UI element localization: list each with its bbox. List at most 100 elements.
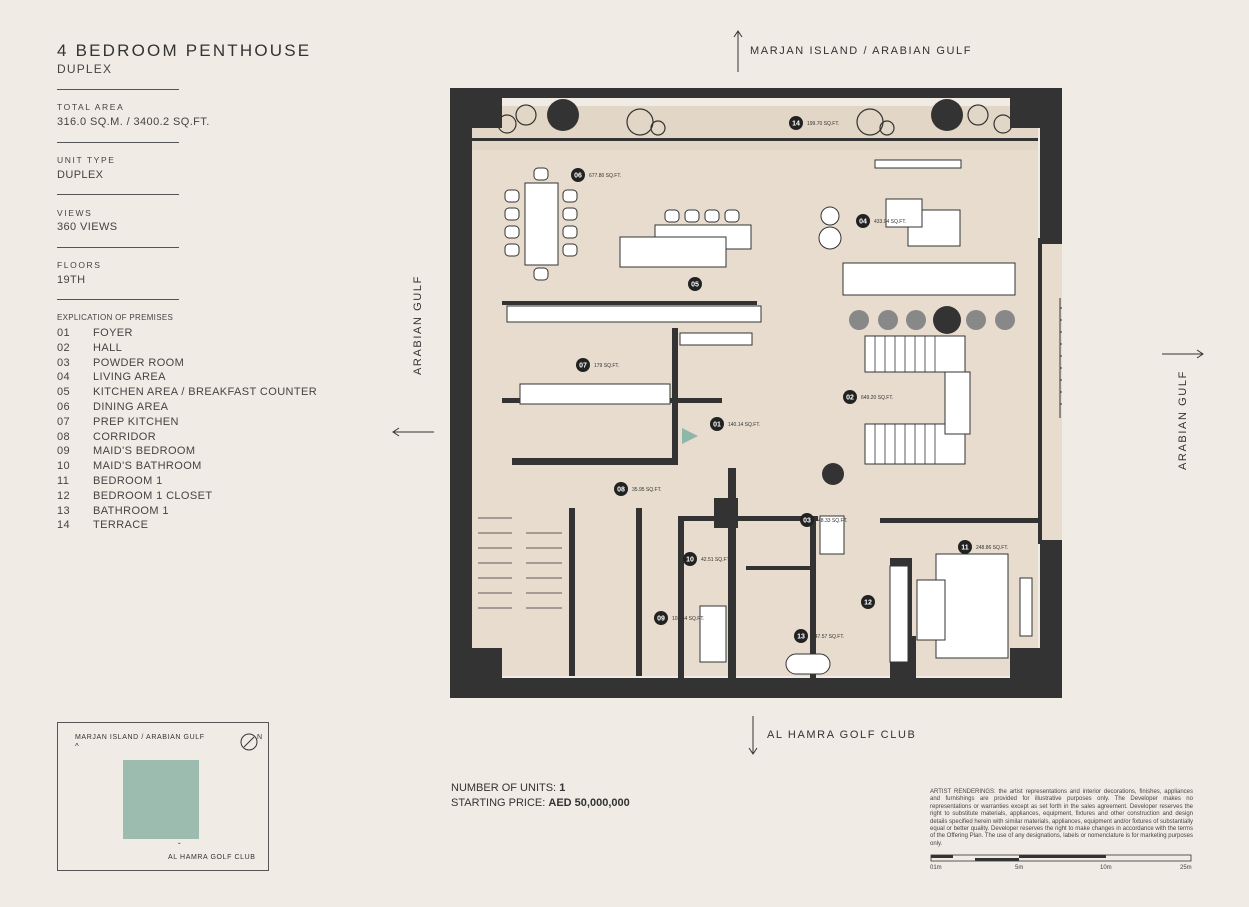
- legend-number: 02: [57, 341, 71, 354]
- legend-number: 08: [57, 430, 71, 443]
- legend-number: 13: [57, 504, 71, 517]
- legend-label: POWDER ROOM: [93, 356, 185, 369]
- west-direction-label: ARABIAN GULF: [412, 275, 424, 375]
- room-badge: [683, 552, 697, 566]
- legend-label: KITCHEN AREA / BREAKFAST COUNTER: [93, 386, 318, 399]
- room-area: 35.95 SQ.FT.: [632, 487, 661, 493]
- explication-heading: EXPLICATION OF PREMISES: [57, 313, 174, 322]
- room-badge: [794, 629, 808, 643]
- room-number: 06: [574, 173, 582, 180]
- room-badge: [614, 482, 628, 496]
- key-plan-north-label: MARJAN ISLAND / ARABIAN GULF: [75, 734, 205, 741]
- legend-item: 02 HALL: [57, 342, 122, 354]
- room-badge: [789, 116, 803, 130]
- legend-label: MAID'S BEDROOM: [93, 445, 196, 458]
- disclaimer-text: ARTIST RENDERINGS: the artist representa…: [930, 789, 1193, 847]
- legend-label: LIVING AREA: [93, 371, 166, 384]
- legend-number: 03: [57, 356, 71, 369]
- room-badge: [800, 513, 814, 527]
- scale-label: 25m: [1180, 865, 1192, 871]
- scale-label: 10m: [1100, 865, 1112, 871]
- room-badge: [688, 277, 702, 291]
- legend-item: 05 KITCHEN AREA / BREAKFAST COUNTER: [57, 386, 317, 398]
- total-area-value: 316.0 SQ.M. / 3400.2 SQ.FT.: [57, 116, 210, 128]
- room-badge: [576, 358, 590, 372]
- room-badge: [843, 390, 857, 404]
- room-area: 179 SQ.FT.: [594, 363, 619, 369]
- room-number: 13: [797, 634, 805, 641]
- legend-item: 09 MAID'S BEDROOM: [57, 445, 195, 457]
- legend-item: 11 BEDROOM 1: [57, 475, 163, 487]
- unit-type-label: UNIT TYPE: [57, 155, 116, 165]
- room-badge: [861, 595, 875, 609]
- room-area: 433.94 SQ.FT.: [874, 219, 906, 225]
- units-count-value: 1: [559, 782, 566, 794]
- starting-price-label: STARTING PRICE:: [451, 797, 546, 809]
- room-area: 103.64 SQ.FT.: [672, 616, 704, 622]
- legend-label: PREP KITCHEN: [93, 415, 179, 428]
- legend-item: 10 MAID'S BATHROOM: [57, 460, 202, 472]
- unit-type-value: DUPLEX: [57, 169, 104, 181]
- legend-label: FOYER: [93, 327, 133, 339]
- views-label: VIEWS: [57, 208, 93, 218]
- room-number: 08: [617, 487, 625, 494]
- units-count-label: NUMBER OF UNITS:: [451, 782, 557, 794]
- divider: [57, 142, 179, 143]
- room-badge: [571, 168, 585, 182]
- legend-number: 09: [57, 445, 71, 458]
- room-area: 649.20 SQ.FT.: [861, 395, 893, 401]
- room-area: 147.57 SQ.FT.: [812, 634, 844, 640]
- south-direction-label: AL HAMRA GOLF CLUB: [767, 729, 917, 741]
- legend-item: 03 POWDER ROOM: [57, 357, 184, 369]
- key-plan-south-label: AL HAMRA GOLF CLUB: [168, 854, 256, 861]
- north-direction-label: MARJAN ISLAND / ARABIAN GULF: [750, 45, 973, 57]
- chevron-down-icon: ˇ: [178, 842, 182, 851]
- legend-number: 10: [57, 460, 71, 473]
- divider: [57, 194, 179, 195]
- legend-number: 11: [57, 475, 70, 487]
- room-number: 04: [859, 219, 867, 226]
- legend-label: MAID'S BATHROOM: [93, 460, 202, 473]
- floors-value: 19TH: [57, 274, 86, 286]
- room-number: 11: [961, 545, 969, 552]
- floors-label: FLOORS: [57, 260, 102, 270]
- room-number: 14: [792, 121, 800, 128]
- room-number: 12: [864, 600, 872, 607]
- legend-item: 08 CORRIDOR: [57, 431, 156, 443]
- room-badge: [958, 540, 972, 554]
- legend-number: 06: [57, 401, 71, 413]
- room-area: 42.51 SQ.FT.: [701, 557, 730, 563]
- room-number: 03: [803, 518, 811, 525]
- legend-number: 07: [57, 415, 71, 428]
- divider: [57, 247, 179, 248]
- legend-label: CORRIDOR: [93, 430, 157, 443]
- starting-price: STARTING PRICE: AED 50,000,000: [451, 797, 630, 809]
- room-number: 02: [846, 395, 854, 402]
- room-badge: [710, 417, 724, 431]
- chevron-up-icon: ^: [75, 742, 80, 751]
- units-count: NUMBER OF UNITS: 1: [451, 782, 565, 794]
- room-badge: [654, 611, 668, 625]
- legend-number: 05: [57, 386, 71, 399]
- starting-price-value: AED 50,000,000: [548, 797, 630, 809]
- divider: [57, 299, 179, 300]
- room-number: 10: [686, 557, 694, 564]
- views-value: 360 VIEWS: [57, 221, 118, 233]
- legend-number: 04: [57, 371, 71, 384]
- scale-label: 5m: [1015, 865, 1024, 871]
- page-title: 4 BEDROOM PENTHOUSE: [57, 41, 312, 60]
- key-plan: MARJAN ISLAND / ARABIAN GULF ^ N ˇ AL HA…: [57, 722, 269, 871]
- legend-number: 12: [57, 489, 71, 502]
- north-arrow-icon: N: [240, 733, 262, 751]
- scale-label: 01m: [930, 865, 942, 871]
- north-letter: N: [257, 734, 262, 741]
- room-area: 677.80 SQ.FT.: [589, 173, 621, 179]
- total-area-label: TOTAL AREA: [57, 102, 125, 112]
- legend-label: BEDROOM 1: [93, 475, 163, 487]
- legend-label: HALL: [93, 341, 123, 354]
- page-subtitle: DUPLEX: [57, 62, 113, 76]
